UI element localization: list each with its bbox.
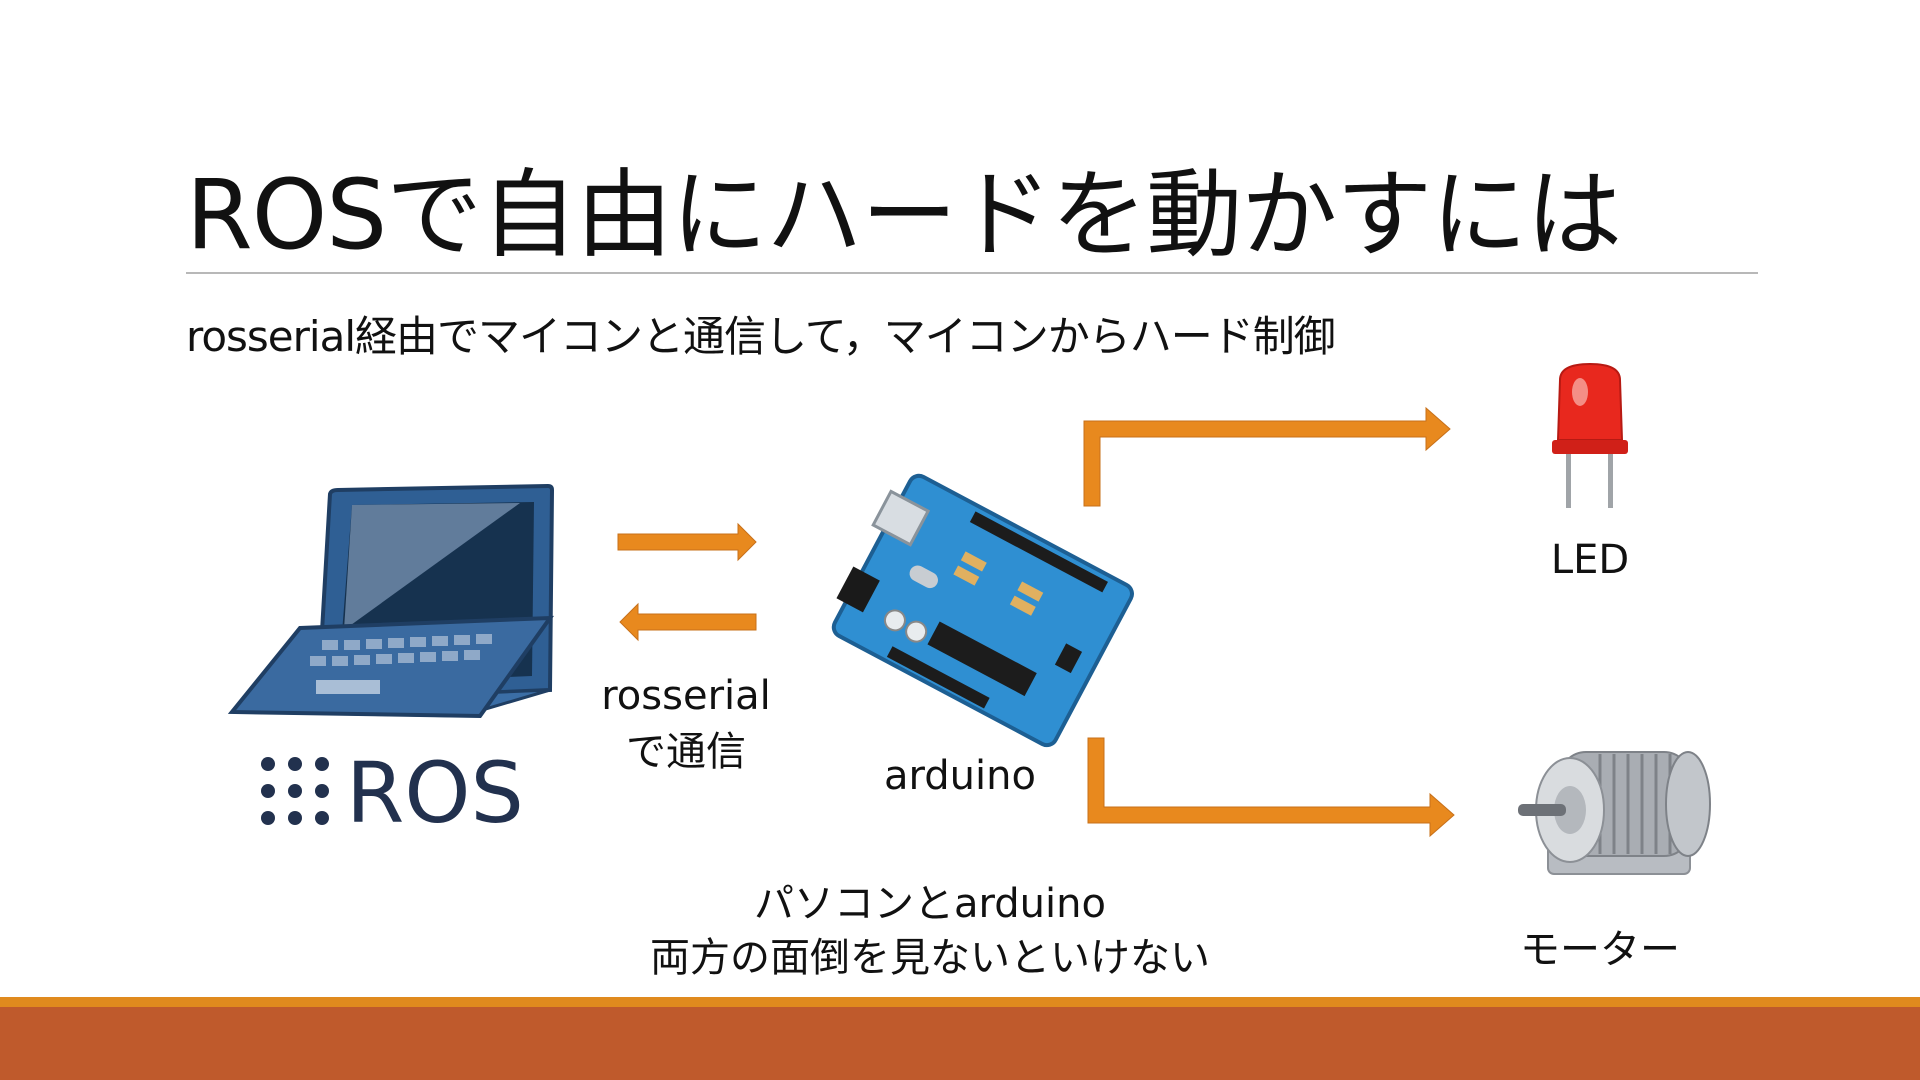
title-divider bbox=[186, 272, 1758, 274]
footer-accent-stripe bbox=[0, 997, 1920, 1007]
laptop-icon bbox=[227, 483, 555, 719]
note-line2: 両方の面倒を見ないといけない bbox=[650, 935, 1210, 981]
footer-bar bbox=[0, 1007, 1920, 1080]
led-icon bbox=[1552, 362, 1628, 508]
comm-label-line1: rosserial bbox=[601, 673, 771, 719]
slide-subtitle: rosserial経由でマイコンと通信して，マイコンからハード制御 bbox=[186, 312, 1336, 361]
motor-icon bbox=[1518, 751, 1711, 875]
arduino-label: arduino bbox=[884, 753, 1036, 799]
led-label: LED bbox=[1550, 537, 1630, 583]
slide-title: ROSで自由にハードを動かすには bbox=[186, 159, 1622, 271]
motor-label: モーター bbox=[1520, 927, 1680, 973]
arrow-to-motor bbox=[1087, 737, 1455, 838]
note-line1: パソコンとarduino bbox=[754, 881, 1106, 927]
arrow-to-led bbox=[1083, 406, 1451, 507]
comm-label-line2: で通信 bbox=[626, 729, 746, 775]
ros-logo-text: ROS bbox=[346, 744, 524, 842]
ros-logo: ROS bbox=[261, 744, 524, 842]
arduino-board-icon bbox=[831, 473, 1134, 748]
arrow-icon bbox=[617, 522, 757, 642]
